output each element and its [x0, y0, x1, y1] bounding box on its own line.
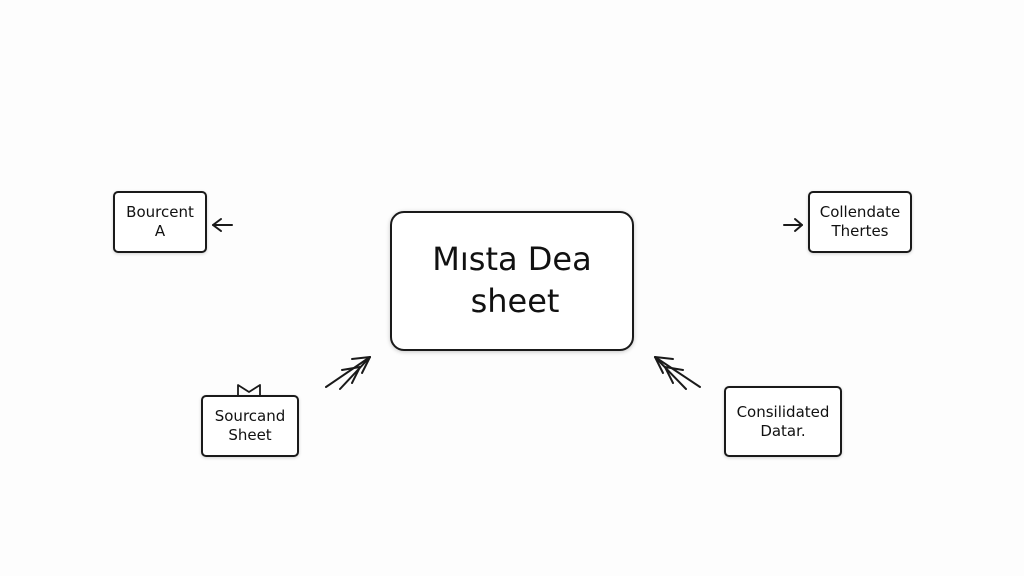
node-top-left: Bourcent A	[113, 191, 207, 253]
node-top-left-label-line-2: A	[154, 222, 166, 240]
node-bottom-right-label-line-1: Consilidated	[736, 402, 830, 421]
node-bottom-left-label-line-2: Sheet	[228, 426, 272, 444]
arrow-bottom-right-to-center	[654, 356, 701, 390]
arrow-bottom-left-to-center	[325, 356, 371, 390]
center-node-label-line-1: Mısta Dea	[432, 240, 592, 279]
node-bottom-right: Consilidated Datar.	[724, 386, 842, 457]
arrow-to-top-left-node	[212, 218, 233, 232]
center-node-main-sheet: Mısta Dea sheet	[390, 211, 634, 351]
node-bottom-left: Sourcand Sheet	[201, 395, 299, 457]
node-bottom-left-label-line-1: Sourcand	[214, 407, 286, 426]
node-top-left-label-line-1: Bourcent	[126, 203, 194, 222]
node-bottom-right-label-line-2: Datar.	[760, 421, 806, 440]
node-top-right-label-line-1: Collendate	[819, 203, 901, 222]
node-top-right-label-line-2: Thertes	[831, 222, 889, 240]
arrow-to-top-right-node	[783, 218, 803, 232]
center-node-label-line-2: sheet	[470, 282, 560, 320]
node-top-right: Collendate Thertes	[808, 191, 912, 253]
